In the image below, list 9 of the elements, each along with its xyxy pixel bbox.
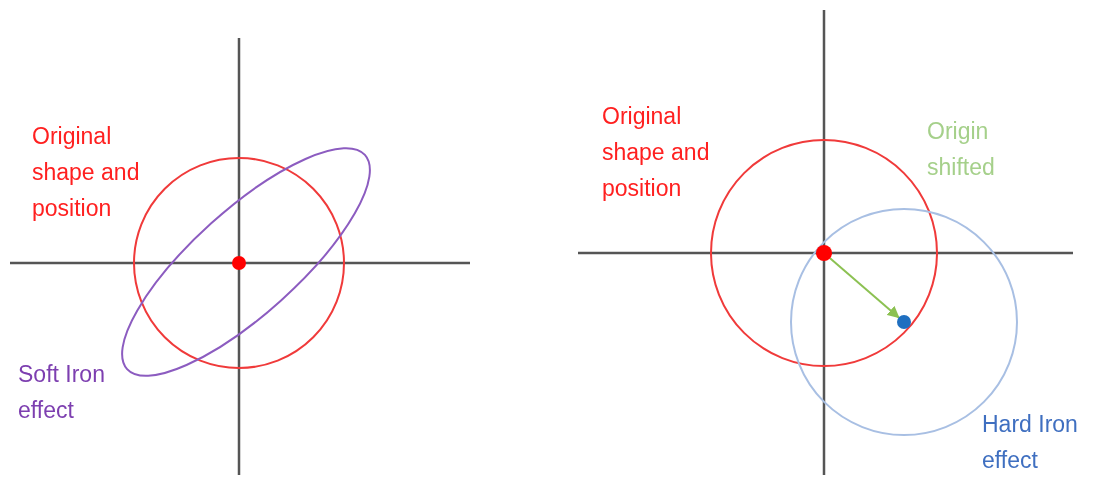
- dot-marker: [816, 245, 832, 261]
- arrow: [829, 257, 900, 319]
- annotation-text: Origin shifted: [927, 117, 996, 182]
- dot-marker: [232, 256, 246, 270]
- annotation-text: Original shape and position: [32, 122, 141, 223]
- annotation-text: Hard Iron effect: [982, 410, 1079, 475]
- annotation-text: Soft Iron effect: [18, 360, 106, 425]
- dot-marker: [897, 315, 911, 329]
- annotation-text: Original shape and position: [602, 102, 711, 203]
